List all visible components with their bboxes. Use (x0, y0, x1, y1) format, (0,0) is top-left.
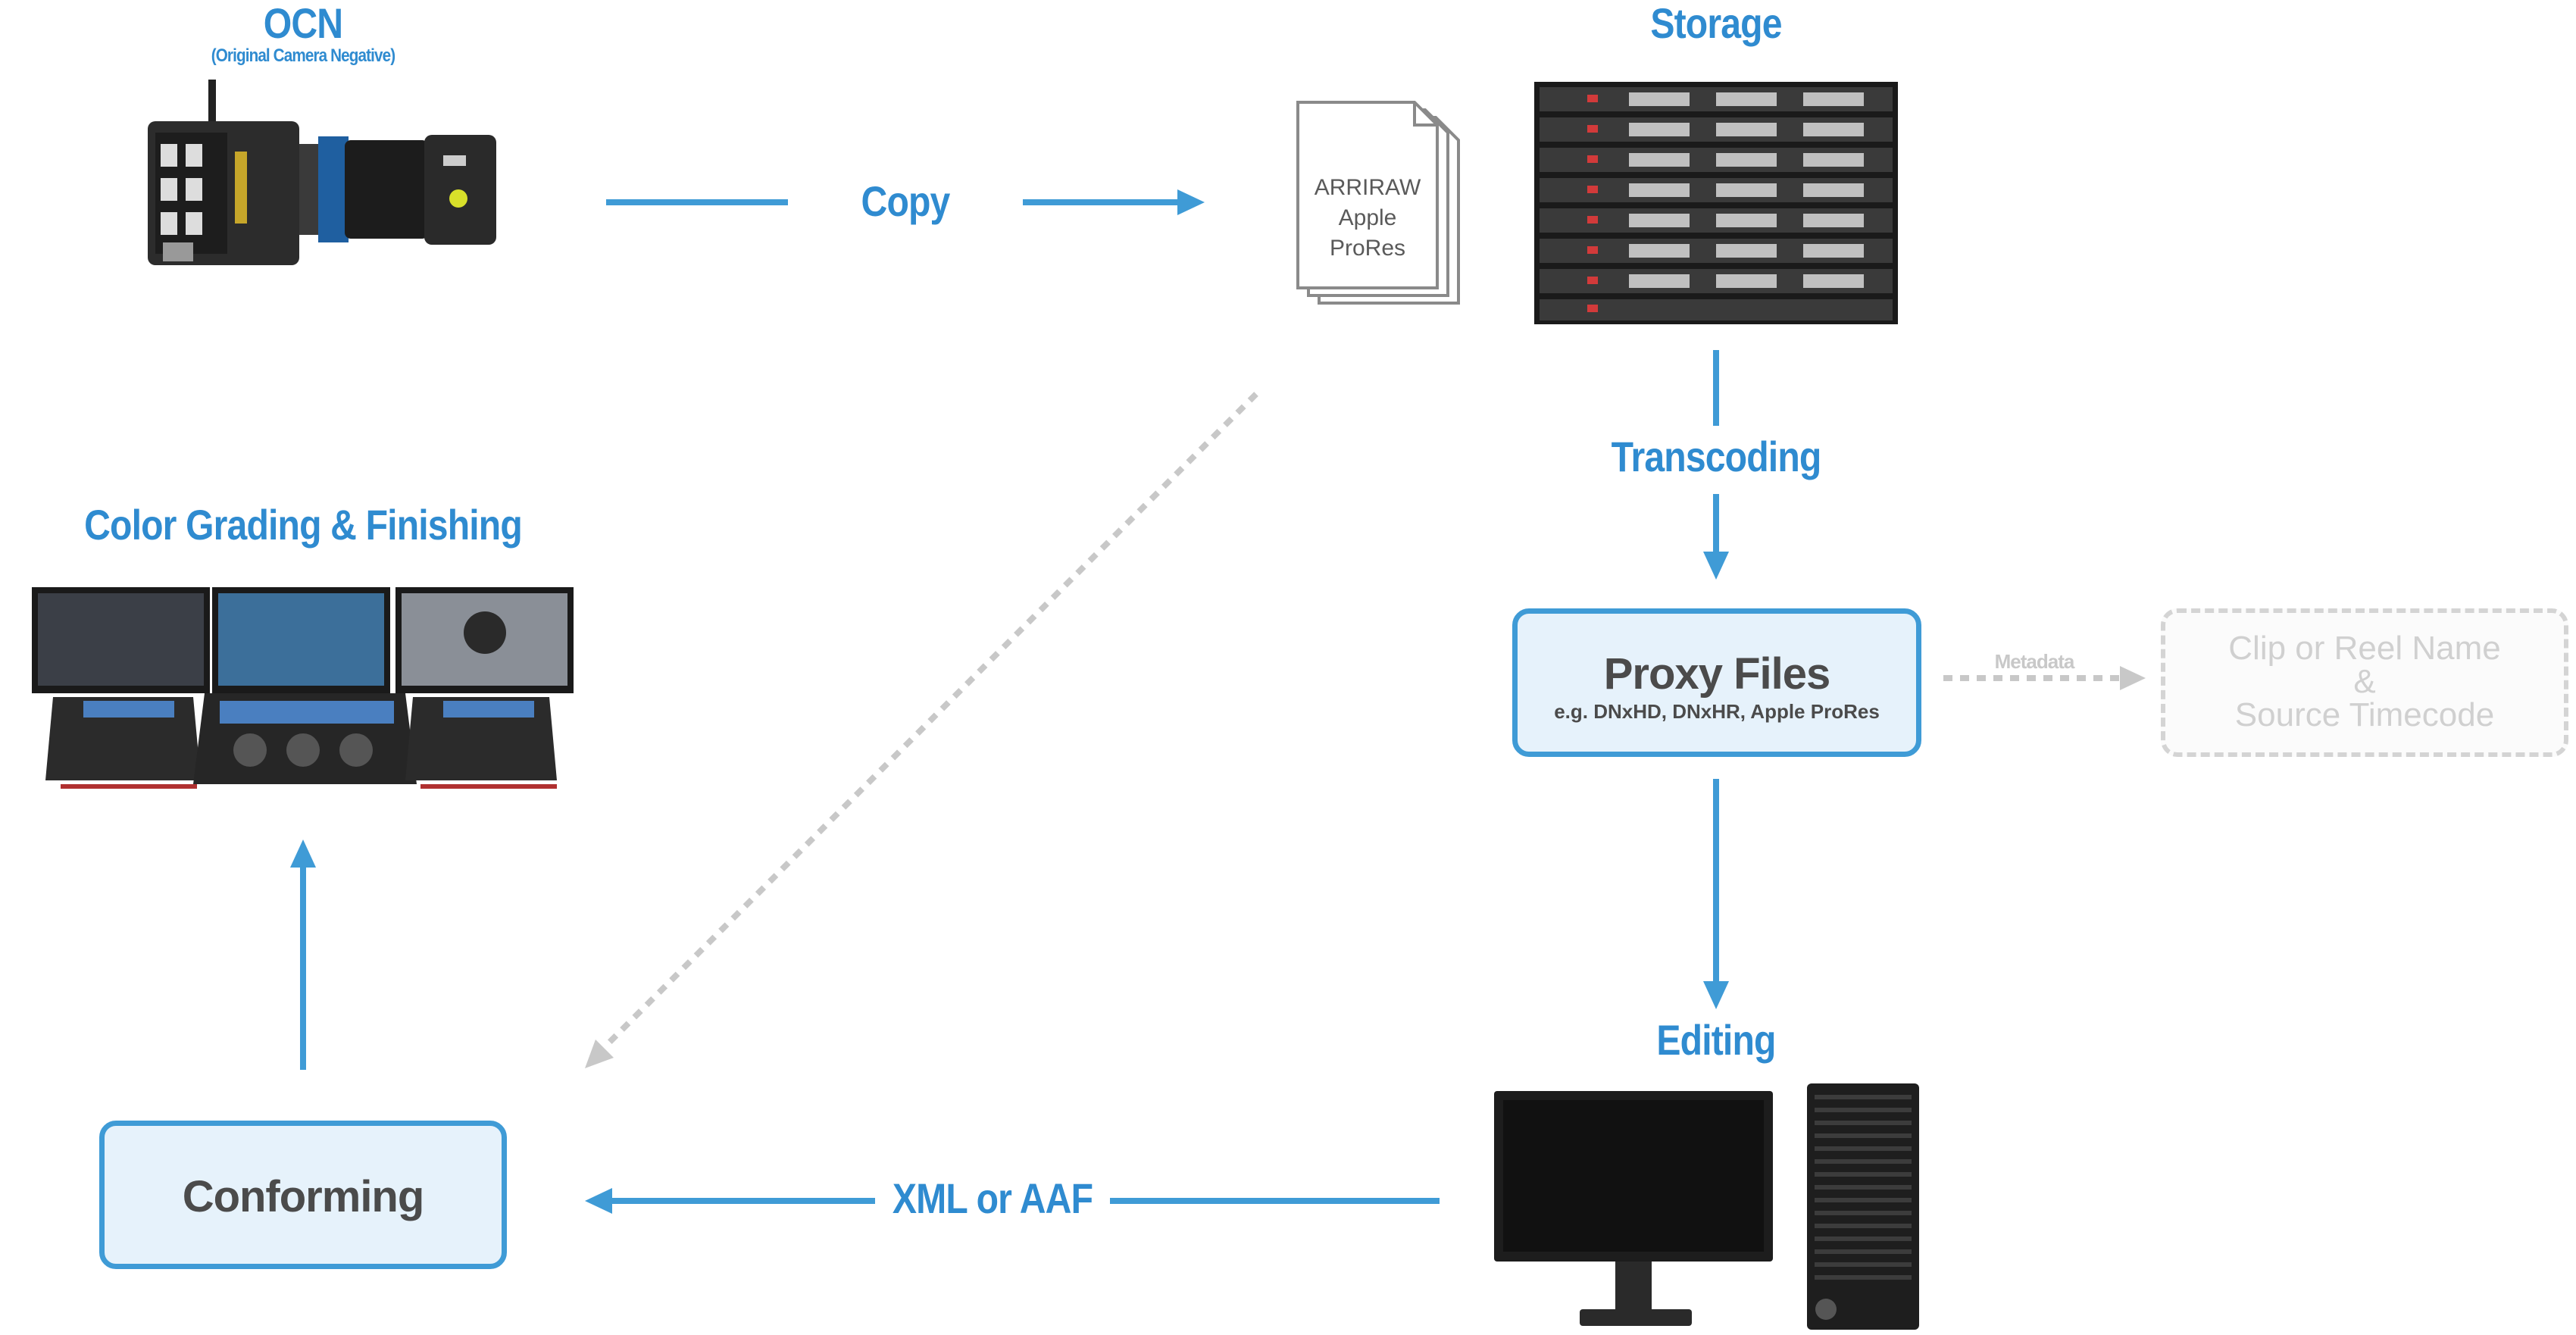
clip-reel-timecode-box: Clip or Reel Name & Source Timecode (2161, 608, 2568, 757)
metadata-label: Metadata (1994, 650, 2075, 673)
camera-icon (148, 80, 496, 265)
files-format-prores: Apple ProRes (1329, 205, 1406, 261)
original-media-link-arrow (585, 392, 1258, 1068)
ampersand-text: & (2353, 663, 2376, 700)
storage-title: Storage (1650, 0, 1782, 47)
proxy-files-subtitle: e.g. DNxHD, DNxHR, Apple ProRes (1554, 700, 1880, 723)
metadata-arrow (1943, 666, 2146, 690)
proxy-files-title: Proxy Files (1603, 649, 1830, 699)
ocn-title: OCN (263, 0, 343, 47)
clip-reel-name-text: Clip or Reel Name (2228, 630, 2501, 667)
workstation-tower-icon (1807, 1083, 1919, 1330)
server-rack-icon (1534, 82, 1898, 324)
proxy-files-box: Proxy Files e.g. DNxHD, DNxHR, Apple Pro… (1512, 608, 1921, 757)
copy-arrow (606, 189, 1205, 215)
source-timecode-text: Source Timecode (2234, 696, 2495, 733)
proxy-to-editing-arrow (1703, 779, 1729, 1009)
conforming-box: Conforming (99, 1121, 507, 1269)
transcoding-arrow (1703, 350, 1729, 580)
document-stack-icon (1296, 101, 1460, 305)
color-grading-title: Color Grading & Finishing (84, 501, 523, 549)
grading-console-icon (32, 587, 574, 789)
files-format-arriraw: ARRIRAW (1314, 175, 1421, 200)
editing-title: Editing (1656, 1016, 1776, 1064)
files-label: ARRIRAW Apple ProRes (1298, 173, 1437, 264)
monitor-icon (1494, 1091, 1773, 1326)
xml-aaf-label: XML or AAF (892, 1174, 1093, 1222)
copy-label: Copy (861, 177, 951, 225)
conforming-title: Conforming (182, 1172, 425, 1221)
ocn-subtitle: (Original Camera Negative) (211, 45, 395, 66)
transcoding-label: Transcoding (1611, 433, 1822, 480)
xml-aaf-arrow (585, 1188, 1440, 1214)
conforming-to-color-arrow (290, 839, 316, 1070)
